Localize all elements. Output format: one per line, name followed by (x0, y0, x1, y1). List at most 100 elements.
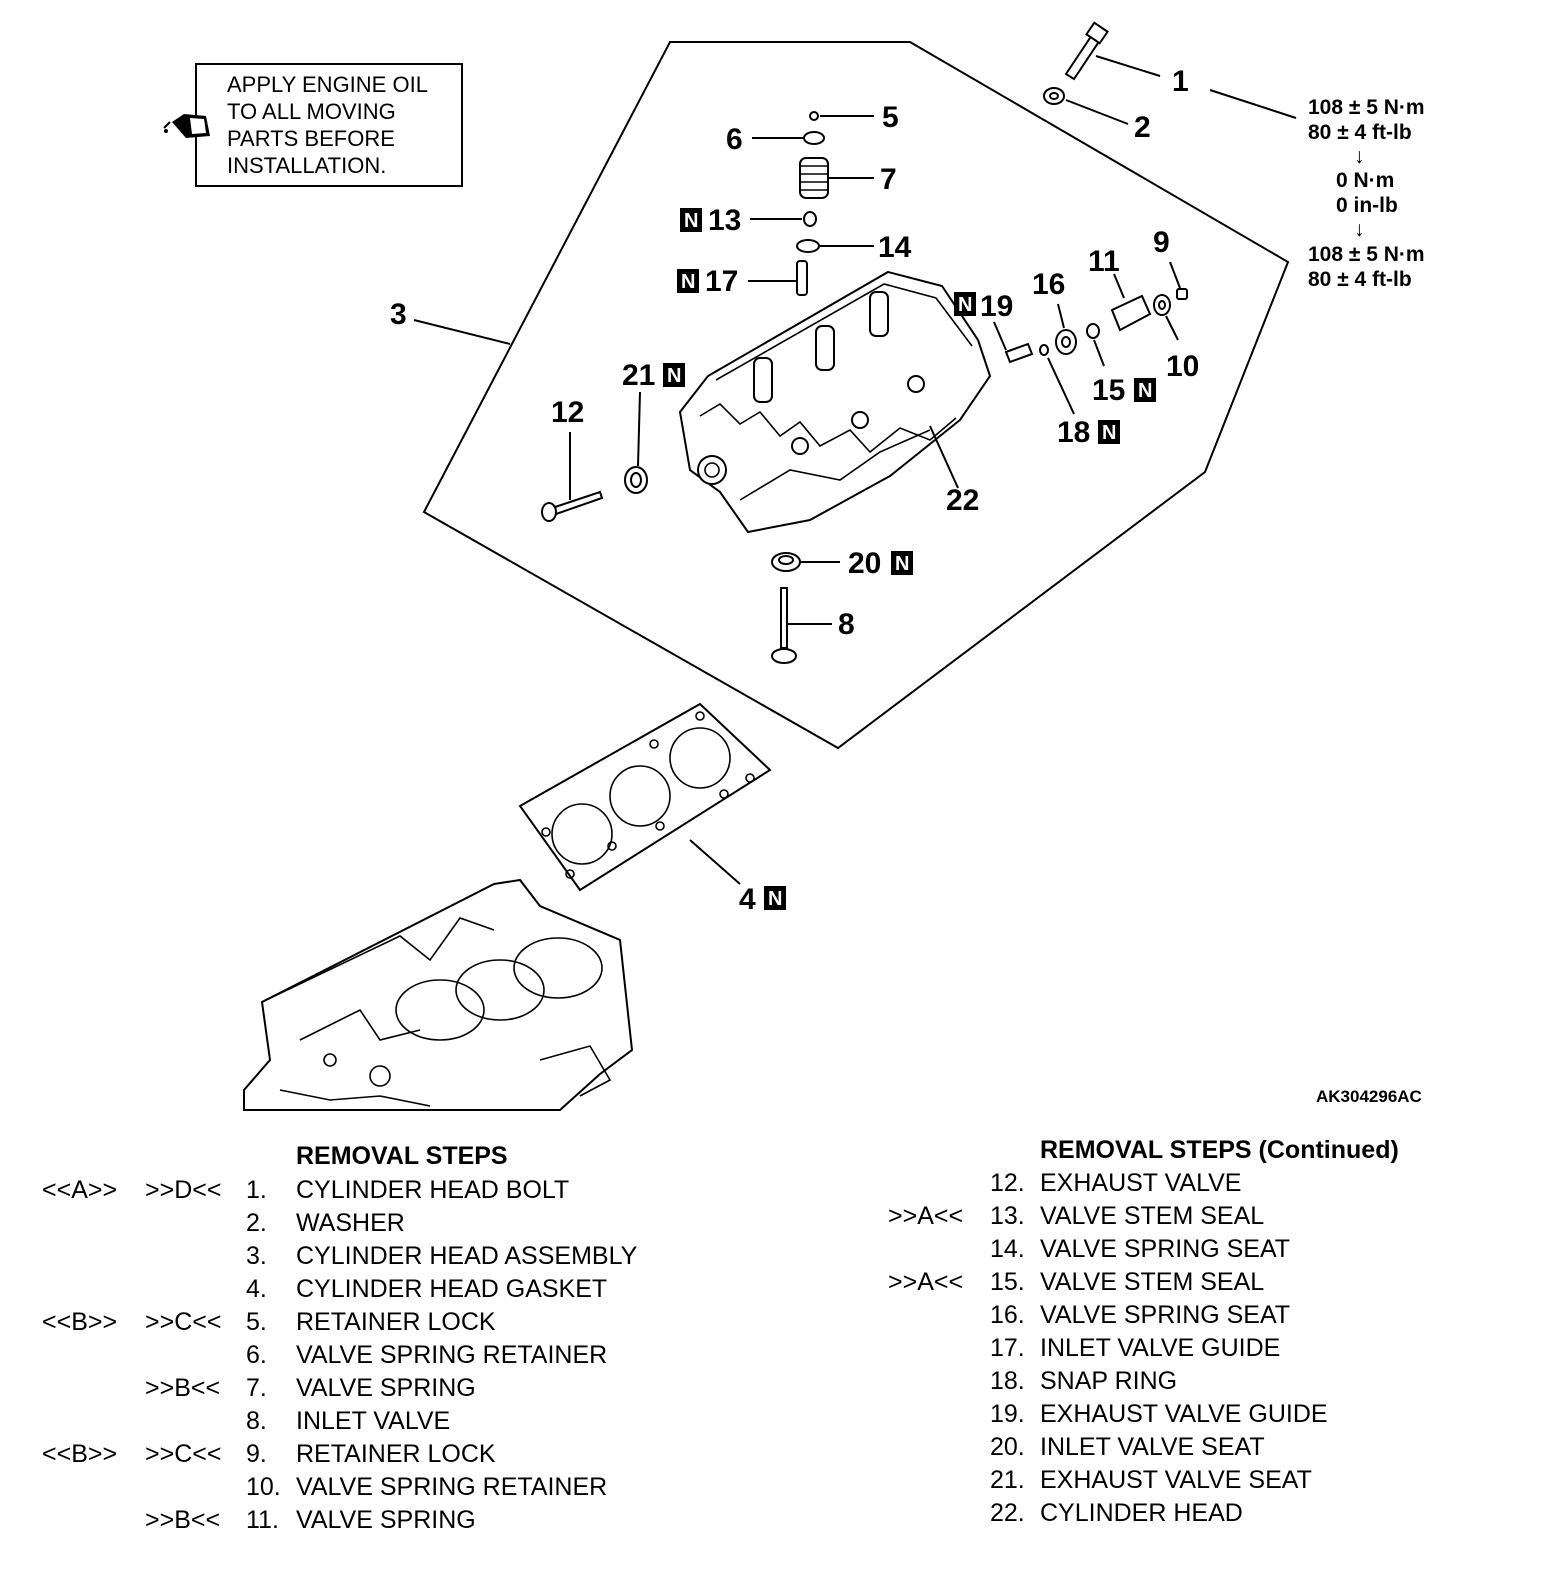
valve-stem-seal-15 (1086, 323, 1105, 367)
step-number: 1. (246, 1176, 267, 1204)
step-number: 5. (246, 1308, 267, 1336)
callout-22: 22 (946, 484, 979, 517)
callout-17: 17 (705, 265, 738, 298)
torque-line-1: 108 ± 5 N·m (1308, 96, 1425, 119)
step-label: VALVE SPRING RETAINER (296, 1473, 608, 1501)
torque-line-4: 0 in-lb (1336, 194, 1398, 217)
step-row-4: 4. CYLINDER HEAD GASKET (0, 1273, 760, 1306)
figure-id: AK304296AC (1316, 1087, 1422, 1106)
exhaust-valve-seat-21 (624, 391, 648, 494)
note-line-1: APPLY ENGINE OIL (227, 72, 428, 97)
step-label: EXHAUST VALVE SEAT (1040, 1466, 1312, 1494)
callout-13: 13 (708, 204, 741, 237)
step-row-1: <<A>> >>D<< 1. CYLINDER HEAD BOLT (0, 1174, 760, 1207)
step-label: CYLINDER HEAD (1040, 1499, 1243, 1527)
callout-11: 11 (1088, 245, 1120, 278)
n-badge-19: N (954, 292, 976, 316)
removal-steps-continued-list: 12. EXHAUST VALVE >>A<< 13. VALVE STEM S… (760, 1167, 1560, 1530)
step-post: >>C<< (145, 1440, 222, 1468)
n-badge-17-label: N (681, 271, 695, 293)
torque-arrow-1: ↓ (1354, 145, 1365, 168)
valve-spring-retainer-10 (1153, 294, 1179, 341)
callout-15: 15 (1092, 374, 1125, 407)
n-badge-18: N (1098, 420, 1120, 444)
cylinder-head-gasket-4 (518, 702, 772, 892)
step-number: 19. (990, 1400, 1025, 1428)
step-label: CYLINDER HEAD GASKET (296, 1275, 608, 1303)
n-badge-4-label: N (768, 888, 782, 910)
step-label: VALVE STEM SEAL (1040, 1268, 1265, 1296)
washer (1043, 87, 1129, 125)
assembly-boundary (422, 41, 1290, 750)
retainer-lock-5 (809, 111, 874, 121)
step-number: 15. (990, 1268, 1025, 1296)
callout-2: 2 (1134, 111, 1151, 144)
step-label: INLET VALVE SEAT (1040, 1433, 1265, 1461)
step-number: 21. (990, 1466, 1025, 1494)
n-badge-21: N (663, 363, 685, 387)
torque-line-2: 80 ± 4 ft-lb (1308, 121, 1412, 144)
step-row-5: <<B>> >>C<< 5. RETAINER LOCK (0, 1306, 760, 1339)
callout-16: 16 (1032, 268, 1065, 301)
step-label: SNAP RING (1040, 1367, 1178, 1395)
engine-block (243, 878, 634, 1111)
inlet-valve-guide-17 (748, 260, 808, 296)
n-badge-13-label: N (684, 210, 698, 232)
removal-steps-list: <<A>> >>D<< 1. CYLINDER HEAD BOLT 2. WAS… (0, 1174, 760, 1537)
n-badge-19-label: N (958, 294, 972, 316)
callout-6: 6 (726, 123, 743, 156)
step-label: VALVE SPRING (296, 1506, 476, 1534)
callout-10: 10 (1166, 350, 1199, 383)
inlet-valve-seat-20 (771, 552, 840, 572)
step-number: 20. (990, 1433, 1025, 1461)
note-line-2: TO ALL MOVING (227, 99, 396, 124)
valve-spring-seat-16 (1055, 303, 1077, 355)
step-number: 10. (246, 1473, 281, 1501)
callout-21: 21 (622, 359, 655, 392)
n-badge-15-label: N (1138, 380, 1152, 402)
valve-stem-seal-13 (750, 211, 817, 227)
step-row-7: >>B<< 7. VALVE SPRING (0, 1372, 760, 1405)
engine-oil-note: APPLY ENGINE OIL TO ALL MOVING PARTS BEF… (163, 63, 463, 187)
exploded-parts-diagram: APPLY ENGINE OIL TO ALL MOVING PARTS BEF… (163, 21, 1425, 1111)
step-label: VALVE SPRING RETAINER (296, 1341, 608, 1369)
step-row-11: >>B<< 11. VALVE SPRING (0, 1504, 760, 1537)
step-row-15: >>A<< 15. VALVE STEM SEAL (760, 1266, 1560, 1299)
step-number: 17. (990, 1334, 1025, 1362)
step-row-17: 17. INLET VALVE GUIDE (760, 1332, 1560, 1365)
step-number: 4. (246, 1275, 267, 1303)
n-badge-4: N (764, 886, 786, 910)
valve-spring-11 (1110, 273, 1152, 332)
callout-9: 9 (1153, 226, 1170, 259)
step-row-18: 18. SNAP RING (760, 1365, 1560, 1398)
cylinder-head-bolt (1064, 21, 1161, 81)
callout-20: 20 (848, 547, 881, 580)
callout-3: 3 (390, 298, 407, 331)
step-label: VALVE SPRING (296, 1374, 476, 1402)
removal-steps-title: REMOVAL STEPS (296, 1142, 508, 1170)
step-label: CYLINDER HEAD ASSEMBLY (296, 1242, 638, 1270)
callout-18: 18 (1057, 416, 1090, 449)
n-badge-20: N (891, 551, 913, 575)
torque-spec: 108 ± 5 N·m 80 ± 4 ft-lb ↓ 0 N·m 0 in-lb… (1209, 89, 1425, 291)
step-row-14: 14. VALVE SPRING SEAT (760, 1233, 1560, 1266)
n-badge-21-label: N (667, 365, 681, 387)
n-badge-17: N (677, 269, 699, 293)
n-badge-15: N (1134, 378, 1156, 402)
inlet-valve-8 (771, 587, 832, 664)
step-row-21: 21. EXHAUST VALVE SEAT (760, 1464, 1560, 1497)
valve-spring-seat-14 (796, 239, 874, 253)
step-label: RETAINER LOCK (296, 1308, 496, 1336)
exhaust-valve-12 (541, 432, 604, 522)
torque-arrow-2: ↓ (1354, 218, 1365, 241)
step-number: 6. (246, 1341, 267, 1369)
callout-4: 4 (739, 883, 756, 916)
step-row-13: >>A<< 13. VALVE STEM SEAL (760, 1200, 1560, 1233)
oil-can-icon (163, 114, 210, 138)
step-row-2: 2. WASHER (0, 1207, 760, 1240)
torque-line-6: 80 ± 4 ft-lb (1308, 268, 1412, 291)
n-badge-20-label: N (895, 553, 909, 575)
step-post: >>B<< (145, 1506, 221, 1534)
removal-steps-continued-title: REMOVAL STEPS (Continued) (1040, 1136, 1399, 1164)
step-label: EXHAUST VALVE GUIDE (1040, 1400, 1328, 1428)
